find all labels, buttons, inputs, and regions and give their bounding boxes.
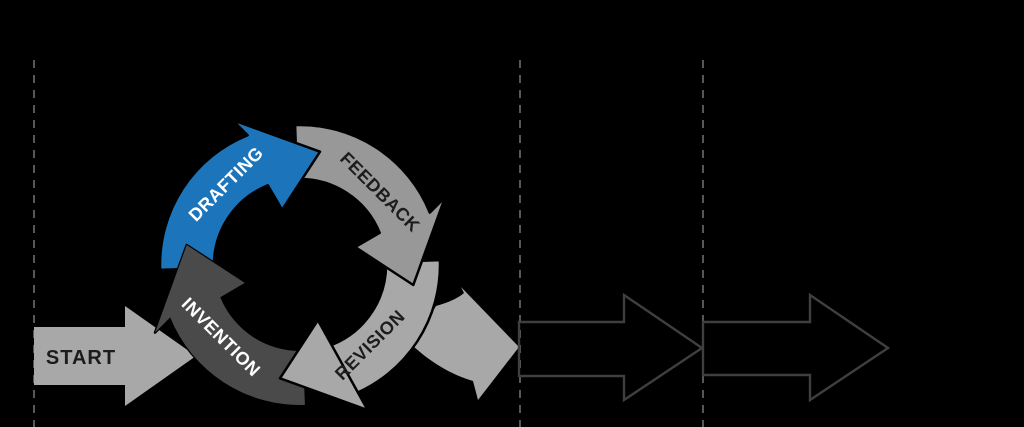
timeline-outline-arrow-2 [701,292,891,403]
start-label: START [46,347,116,369]
cycle-stage-invention-fill [155,245,305,405]
cycle-exit-arrow [412,287,519,400]
timeline-outline-arrow-1 [517,292,705,403]
cycle-stage-revision-arrowhead [278,318,369,412]
cycle-stage-feedback [293,123,447,287]
cycle-stage-drafting [158,118,322,272]
